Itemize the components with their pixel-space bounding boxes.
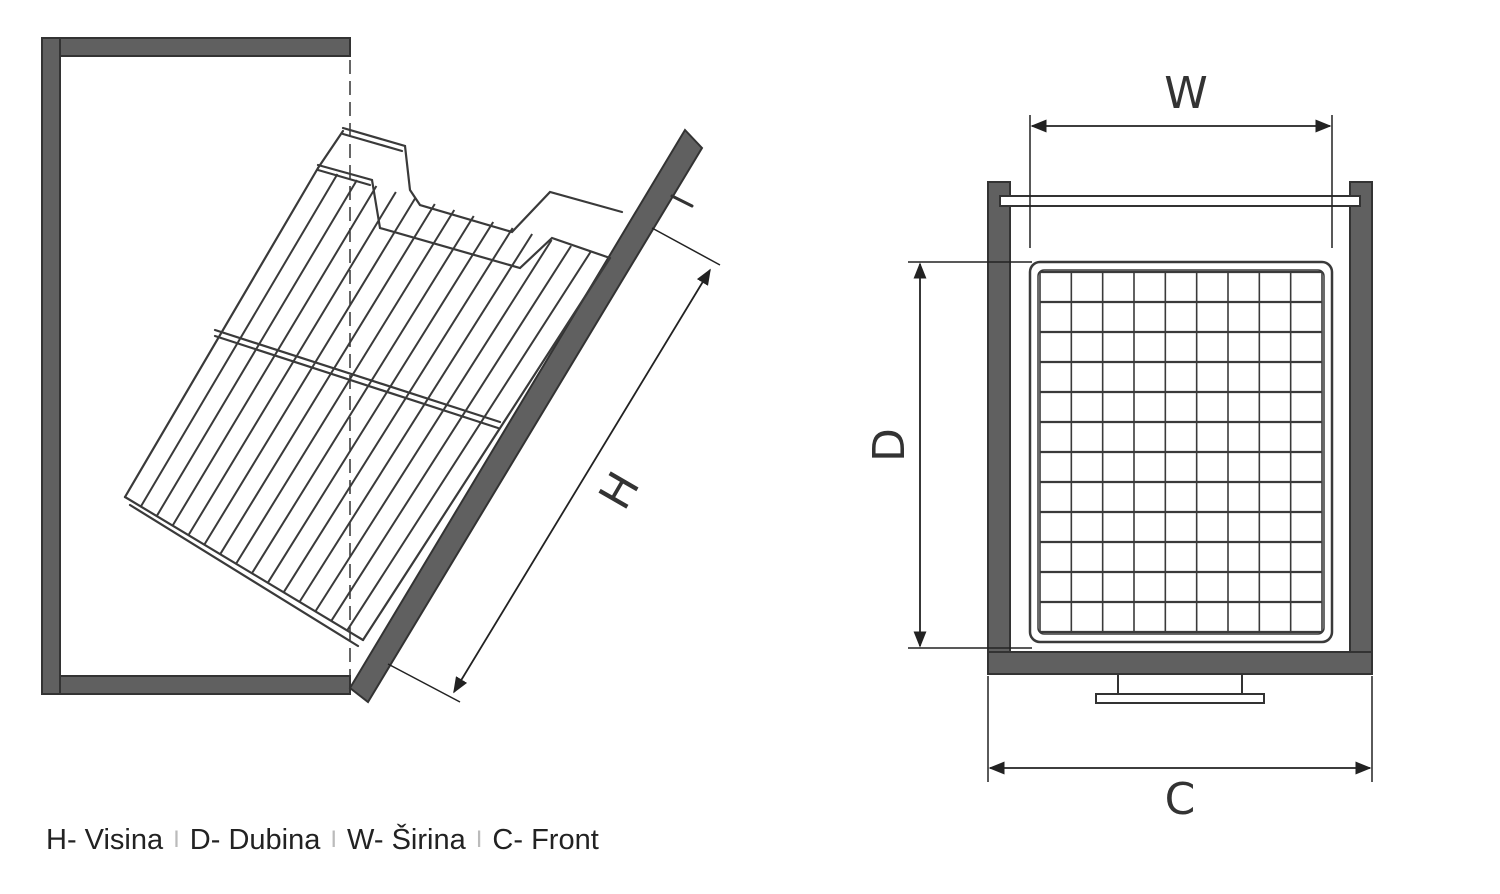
front-handle (1117, 673, 1243, 697)
h-extension-top (651, 227, 721, 266)
top-rail (999, 195, 1361, 207)
cabinet-right-wall (1349, 181, 1373, 675)
basket-rib (251, 215, 475, 574)
cabinet-back-wall (41, 37, 61, 695)
h-extension-bottom (387, 663, 461, 703)
top-basket-grid (1039, 270, 1323, 634)
top-view: W D C (864, 68, 1373, 825)
legend-separator: I (173, 826, 180, 853)
basket-rib (219, 203, 436, 555)
width-label: W (1164, 68, 1208, 119)
legend-separator: I (330, 826, 338, 853)
side-view: H (41, 37, 721, 704)
front-handle-base (1095, 693, 1265, 704)
legend: H- Visina I D- Dubina I W- Širina I C- Front (46, 824, 599, 857)
basket-rib (298, 233, 533, 603)
basket-rib (203, 197, 417, 546)
basket-rib (140, 173, 339, 508)
legend-height: H- Visina (46, 824, 164, 856)
legend-depth: D- Dubina (189, 824, 321, 856)
basket-rib (187, 191, 397, 536)
legend-separator: I (475, 826, 483, 853)
basket-rib (171, 185, 378, 527)
height-label: H (589, 464, 650, 518)
h-dimension-arrow (453, 268, 711, 694)
basket-rib (235, 209, 456, 565)
front-label: C (1165, 774, 1196, 825)
cabinet-top-panel (59, 37, 351, 57)
basket-rib (155, 179, 358, 517)
cabinet-bottom-panel (59, 675, 351, 695)
legend-front: C- Front (492, 824, 599, 856)
legend-width: W- Širina (347, 824, 466, 856)
cabinet-front-panel (987, 651, 1373, 675)
depth-label: D (864, 428, 915, 462)
cabinet-left-wall (987, 181, 1011, 675)
basket-rib (346, 251, 592, 632)
